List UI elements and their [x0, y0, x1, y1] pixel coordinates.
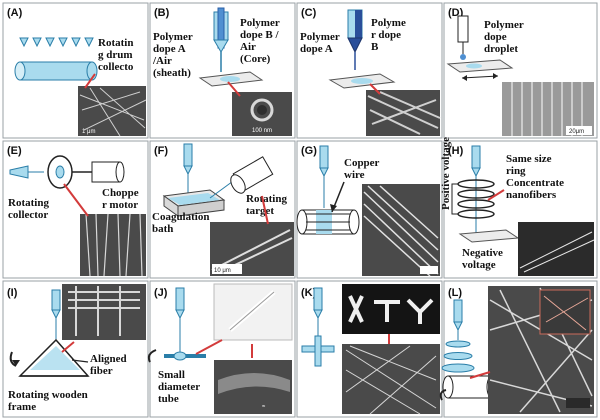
panel-h: (H) Positive voltage Same size ring Conc… [440, 137, 595, 276]
panel-e-left-2: collector [8, 209, 48, 221]
panel-c-left-1: Polymer [300, 31, 340, 43]
panel-i-right-2: fiber [90, 365, 113, 377]
panel-h-bottom-2: voltage [462, 259, 496, 271]
panel-c-right-3: B [371, 41, 379, 53]
coagulation-bath [162, 189, 226, 217]
panel-f-letter: (F) [154, 145, 168, 157]
panel-h-right-2: ring [506, 165, 526, 177]
sem-image [518, 222, 594, 276]
panel-h-bottom-1: Negative [462, 247, 503, 259]
panel-d: (D) Polymer dope droplet 20μm [446, 7, 594, 136]
panel-j-label-2: diameter [158, 381, 200, 393]
panel-e-right-2: r motor [102, 199, 138, 211]
panel-j-label-1: Small [158, 369, 185, 381]
needle [9, 165, 29, 179]
panel-i-right-1: Aligned [90, 353, 127, 365]
panel-d-label-1: Polymer [484, 19, 524, 31]
panel-b-left-4: (sheath) [153, 67, 191, 79]
panel-c-letter: (C) [301, 7, 317, 19]
cross-collector [301, 335, 335, 367]
panel-e-letter: (E) [7, 145, 22, 157]
panel-e: (E) Rotating collector Choppe r motor [7, 145, 146, 277]
panel-e-right-1: Choppe [102, 187, 139, 199]
panel-h-side-label: Positive voltage [440, 137, 452, 210]
panel-b-left-2: dope A [153, 43, 186, 55]
panel-b-right-4: (Core) [240, 53, 271, 65]
panel-f-right-2: target [246, 205, 274, 217]
svg-text:≈: ≈ [262, 404, 266, 410]
panel-j-label-3: tube [158, 393, 179, 405]
panel-j-letter: (J) [154, 287, 168, 299]
panel-g-label-1: Copper [344, 157, 380, 169]
sem-image [80, 214, 146, 276]
panel-a: (A) Rotatin g drum collecto 1 μm [7, 7, 147, 137]
panel-a-letter: (A) [7, 7, 23, 19]
panel-b-left-3: /Air [152, 55, 172, 67]
coaxial-needle [213, 7, 229, 72]
panel-i-bottom-2: frame [8, 401, 36, 413]
panel-a-scalebar: 1 μm [82, 129, 95, 135]
panel-k: (K) [301, 284, 440, 415]
chopper-motor [91, 161, 125, 183]
rotating-collector [47, 155, 92, 189]
stacked-rings [441, 340, 475, 373]
panel-h-right-4: nanofibers [506, 189, 557, 201]
panel-b-right-1: Polymer [240, 17, 280, 29]
panel-d-label-2: dope [484, 31, 507, 43]
panel-l: (L) [439, 286, 594, 414]
panel-i-letter: (I) [7, 287, 18, 299]
panel-a-label-2: g drum [98, 49, 133, 61]
rotating-drum [14, 61, 98, 81]
panel-b-right-2: dope B / [240, 29, 279, 41]
panel-i: (I) Aligned fiber Rotating wooden frame [7, 284, 146, 413]
panel-j: (J) Small diameter tube ≈ [147, 283, 293, 414]
panel-b-left-1: Polymer [153, 31, 193, 43]
wooden-frame [9, 338, 90, 377]
panel-g: (G) Copper wire [296, 145, 440, 277]
panel-b-letter: (B) [154, 7, 170, 19]
panel-f: (F) Coagulation bath Rotating target 10 … [152, 143, 294, 276]
panel-c-left-2: dope A [300, 43, 333, 55]
panel-a-label-1: Rotatin [98, 37, 133, 49]
panel-g-label-2: wire [344, 169, 365, 181]
panel-e-left-1: Rotating [8, 197, 49, 209]
needle-array [19, 37, 94, 48]
panel-c: (C) Polymer dope A Polyme r dope B [300, 7, 441, 136]
panel-a-label-3: collecto [98, 61, 134, 73]
panel-h-right-3: Concentrate [506, 177, 564, 189]
panel-c-right-1: Polyme [371, 17, 406, 29]
rotating-target [230, 156, 274, 194]
panel-b-scalebar: 100 nm [252, 128, 272, 134]
panel-g-letter: (G) [301, 145, 317, 157]
panel-f-left-1: Coagulation [152, 211, 209, 223]
panel-f-scalebar: 10 μm [214, 268, 231, 274]
sem-image [362, 184, 440, 276]
panel-f-left-2: bath [152, 223, 173, 235]
side-by-side-needle [347, 9, 363, 70]
panel-h-right-1: Same size [506, 153, 552, 165]
panel-h-letter: (H) [448, 145, 464, 157]
panel-c-right-2: r dope [371, 29, 401, 41]
panel-i-bottom-1: Rotating wooden [8, 389, 88, 401]
panel-f-right-1: Rotating [246, 193, 287, 205]
copper-wire-drum [296, 209, 360, 235]
panel-l-letter: (L) [448, 287, 462, 299]
small-diameter-tube [147, 349, 206, 363]
panel-k-letter: (K) [301, 287, 317, 299]
panel-b-right-3: Air [240, 41, 256, 53]
panel-d-scalebar: 20μm [569, 129, 584, 135]
droplet-syringe [457, 15, 469, 60]
panel-d-label-3: droplet [484, 43, 518, 55]
panel-b: (B) Polymer dope A /Air (sheath) Polymer… [152, 7, 292, 136]
